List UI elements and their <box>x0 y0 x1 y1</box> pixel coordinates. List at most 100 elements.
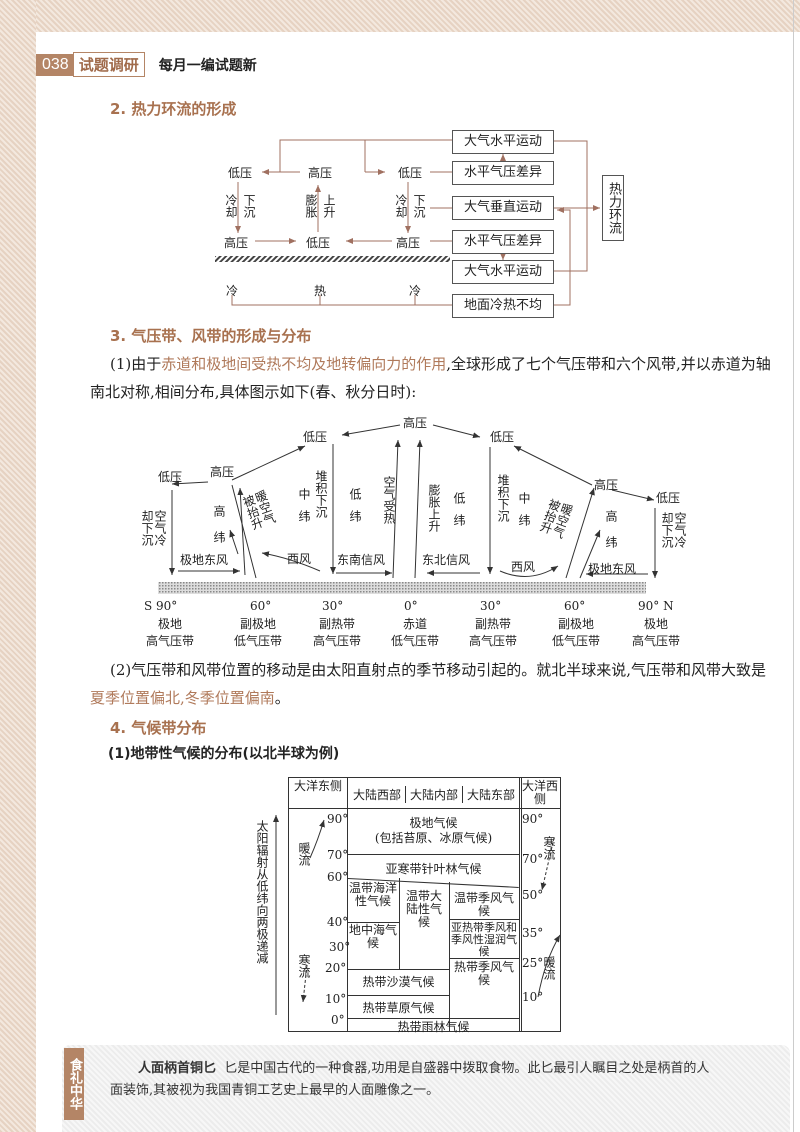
climate-temperate-maritime: 温带海洋性气候 <box>349 881 398 908</box>
left-current-cold: 寒流 <box>297 954 311 978</box>
header-continent-east: 大陆东部 <box>466 788 515 802</box>
page-number: 038 <box>36 53 73 76</box>
pb-high-n: 高压 <box>594 478 619 492</box>
cell-mid-lat-n: 中纬 <box>517 492 531 536</box>
tc-sink-left: 下沉 <box>242 194 256 218</box>
box-pressure-diff-1: 水平气压差异 <box>452 161 554 185</box>
box-thermal-circulation: 热力环流 <box>602 175 624 241</box>
p1-highlight: 赤道和极地间受热不均及地转偏向力的作用 <box>161 355 447 373</box>
tc-sink-right: 下沉 <box>412 194 426 218</box>
left-lat-30: 30° <box>329 940 351 954</box>
label-accum-sink-s: 堆积下沉 <box>314 470 328 518</box>
p1-suffix: ,全球形成了七个气压带和六个风带,并以赤道为轴南北对称,相间分布,具体图示如下(… <box>90 355 771 401</box>
lat-n90: 90° N <box>638 599 674 613</box>
climate-tropical-monsoon: 热带季风气候 <box>453 960 514 987</box>
right-lat-50: 50° <box>522 888 544 902</box>
wind-westerly-s: 西风 <box>287 552 312 566</box>
cell-low-lat-n: 低纬 <box>452 492 466 536</box>
right-lat-35: 35° <box>522 926 544 940</box>
lat-s60: 60° <box>250 599 272 613</box>
climate-temperate-continental: 温带大陆性气候 <box>405 889 442 929</box>
p2-prefix: (2)气压带和风带位置的移动是由太阳直射点的季节移动引起的。就北半球来说,气压带… <box>110 661 767 679</box>
footer-panel <box>62 1045 790 1132</box>
section-tag: 试题调研 <box>72 52 145 77</box>
pb-low-n: 低压 <box>490 430 515 444</box>
box-uneven-heating: 地面冷热不均 <box>452 294 554 318</box>
box-horizontal-motion-1: 大气水平运动 <box>452 130 554 154</box>
climate-mediterranean: 地中海气候 <box>349 923 398 950</box>
label-cold-sink-n: 空气冷却下沉 <box>660 512 687 548</box>
right-current-cold: 寒流 <box>542 836 556 860</box>
left-lat-40: 40° <box>327 915 349 929</box>
climate-tropical-rainforest: 热带雨林气候 <box>397 1020 470 1034</box>
right-lat-90: 90° <box>522 812 544 826</box>
cell-mid-lat-s: 中纬 <box>297 488 311 532</box>
pb-low-far-n: 低压 <box>656 491 681 505</box>
climate-temperate-monsoon: 温带季风气候 <box>453 891 514 918</box>
lat-s30: 30° <box>322 599 344 613</box>
belt-polar-high-s: 极地高气压带 <box>145 617 194 648</box>
page-edge <box>793 0 794 1132</box>
box-horizontal-motion-2: 大气水平运动 <box>452 260 554 284</box>
header-ocean-west: 大洋西侧 <box>521 779 558 806</box>
cell-high-lat-s: 高纬 <box>212 505 226 557</box>
cell-low-lat-s: 低纬 <box>348 488 362 532</box>
tc-cool-left: 冷却 <box>224 194 238 218</box>
left-lat-90: 90° <box>327 812 349 826</box>
header-subtitle: 每月一编试题新 <box>158 57 257 74</box>
cell-high-lat-n: 高纬 <box>604 510 618 562</box>
footer-body: 匕是中国古代的一种食器,功用是自盛器中拨取食物。此匕最引人瞩目之处是柄首的人面装… <box>110 1061 710 1098</box>
right-current-warm: 暖流 <box>542 956 556 980</box>
footer-title: 人面柄首铜匕 <box>138 1061 217 1076</box>
belt-subtropical-high-n: 副热带高气压带 <box>468 617 517 648</box>
climate-tropical-savanna: 热带草原气候 <box>362 1001 435 1015</box>
tc-cool-right: 冷却 <box>394 194 408 218</box>
page-border-left <box>0 0 36 1132</box>
left-current-warm: 暖流 <box>297 842 311 866</box>
section-4-title: 4. 气候带分布 <box>110 719 207 737</box>
footer-text: 人面柄首铜匕 匕是中国古代的一种食器,功用是自盛器中拨取食物。此匕最引人瞩目之处… <box>110 1058 710 1102</box>
right-lat-25: 25° <box>522 956 544 970</box>
box-pressure-diff-2: 水平气压差异 <box>452 230 554 254</box>
section-3-title: 3. 气压带、风带的形成与分布 <box>110 327 312 345</box>
ocean-west-column: 大洋西侧 90° 70° 50° 35° 25° 10° 寒流 暖流 <box>520 777 561 1032</box>
lat-n30: 30° <box>480 599 502 613</box>
tc-bottom-high-left: 高压 <box>224 236 249 250</box>
left-lat-20: 20° <box>325 961 347 975</box>
wind-se-trade: 东南信风 <box>337 553 386 567</box>
tc-top-low-right: 低压 <box>398 166 423 180</box>
climate-table: 大洋东侧 大陆西部 大陆内部 大陆东部 极地气候(包括苔原、冰原气候) 亚寒带针… <box>288 777 522 1034</box>
lat-s90: S 90° <box>144 599 178 613</box>
label-air-heated: 空气受热 <box>382 476 396 524</box>
tc-top-high: 高压 <box>308 166 333 180</box>
tc-ground-cold-left: 冷 <box>226 284 239 298</box>
lat-n60: 60° <box>564 599 586 613</box>
belt-subpolar-low-s: 副极地低气压带 <box>233 617 282 648</box>
p2-suffix: 。 <box>274 689 290 707</box>
wind-westerly-n: 西风 <box>511 560 536 574</box>
climate-tropical-desert: 热带沙漠气候 <box>362 975 435 989</box>
left-lat-0: 0° <box>331 1013 345 1027</box>
tc-bottom-high-right: 高压 <box>396 236 421 250</box>
p2-highlight: 夏季位置偏北,冬季位置偏南 <box>90 689 275 707</box>
tc-ground-cold-right: 冷 <box>409 284 422 298</box>
tc-ground-hot: 热 <box>314 284 327 298</box>
tc-expand: 膨胀 <box>304 194 318 218</box>
pb-low-far-s: 低压 <box>158 470 183 484</box>
box-vertical-motion: 大气垂直运动 <box>452 196 554 220</box>
left-lat-10: 10° <box>325 992 347 1006</box>
p1-prefix: (1)由于 <box>110 355 162 373</box>
footer-tag: 食礼中华 <box>64 1048 84 1120</box>
pb-high-equator-top: 高压 <box>403 416 428 430</box>
page-border-top <box>0 0 800 32</box>
tc-top-low-left: 低压 <box>228 166 253 180</box>
tc-rise: 上升 <box>322 194 336 218</box>
label-cold-sink-s: 空气冷却下沉 <box>140 510 167 546</box>
wind-polar-easterly-n: 极地东风 <box>588 562 637 576</box>
right-lat-10: 10° <box>522 990 544 1004</box>
page-header: 038 试题调研 每月一编试题新 <box>36 52 257 77</box>
header-continent-interior: 大陆内部 <box>406 786 463 803</box>
header-continent-west: 大陆西部 <box>349 786 406 803</box>
section-3-para-2: (2)气压带和风带位置的移动是由太阳直射点的季节移动引起的。就北半球来说,气压带… <box>90 656 780 712</box>
